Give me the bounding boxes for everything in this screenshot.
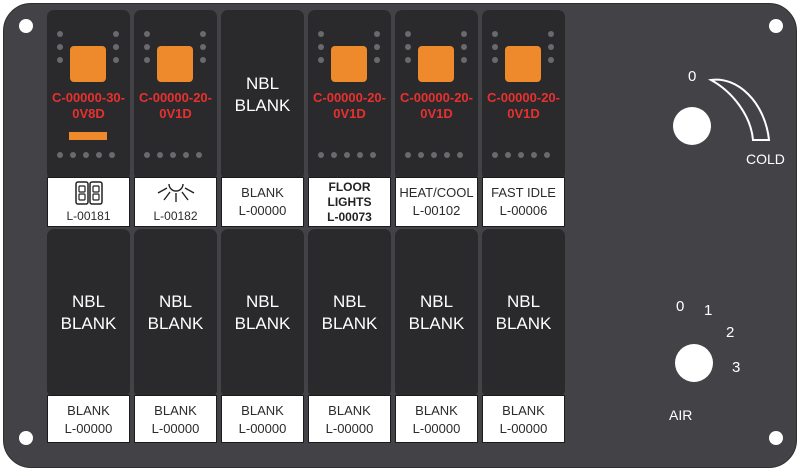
temp-range-arc xyxy=(707,78,771,141)
indicator-light xyxy=(157,46,193,82)
indicator-light xyxy=(331,46,367,82)
label-plate-11: BLANK L-00000 xyxy=(395,395,478,443)
label-plate-2: L-00182 xyxy=(134,177,217,227)
label-text: BLANK xyxy=(328,403,371,418)
label-text: BLANK xyxy=(241,403,284,418)
label-plate-5: HEAT/COOL L-00102 xyxy=(395,177,478,227)
rocker-switch-2[interactable]: C-00000-20-0V1D xyxy=(134,10,217,180)
temp-dial-label: COLD xyxy=(746,151,785,167)
rocker-switch-6[interactable]: C-00000-20-0V1D xyxy=(482,10,565,180)
label-code: L-00000 xyxy=(238,203,287,218)
indicator-bar xyxy=(69,132,107,140)
mounting-hole-bottom-left xyxy=(19,431,33,445)
label-code: L-00000 xyxy=(64,421,113,436)
temp-dial-zero-label: 0 xyxy=(688,68,697,85)
rocker-switch-5[interactable]: C-00000-20-0V1D xyxy=(395,10,478,180)
part-number: C-00000-20-0V1D xyxy=(400,90,473,121)
air-position-2: 2 xyxy=(726,324,735,341)
indicator-light xyxy=(505,46,541,82)
air-position-3: 3 xyxy=(732,359,741,376)
label-plate-1: L-00181 xyxy=(47,177,130,227)
rocker-switch-4[interactable]: C-00000-20-0V1D xyxy=(308,10,391,180)
light-icon xyxy=(157,183,195,202)
label-plate-7: BLANK L-00000 xyxy=(47,395,130,443)
air-dial-knob[interactable] xyxy=(675,344,713,382)
label-code: L-00102 xyxy=(412,203,461,218)
indicator-dots-top xyxy=(47,31,130,41)
label-code: L-00181 xyxy=(66,209,111,223)
label-code: L-00000 xyxy=(151,421,200,436)
part-number: C-00000-20-0V1D xyxy=(313,90,386,121)
switch-legend: NBL BLANK xyxy=(234,74,291,115)
mounting-hole-top-right xyxy=(769,19,783,33)
label-code: L-00000 xyxy=(412,421,461,436)
label-text: BLANK xyxy=(154,403,197,418)
label-plate-9: BLANK L-00000 xyxy=(221,395,304,443)
indicator-light xyxy=(418,46,454,82)
rocker-switch-1[interactable]: C-00000-30-0V8D xyxy=(47,10,130,180)
label-code: L-00000 xyxy=(325,421,374,436)
part-number: C-00000-20-0V1D xyxy=(139,90,212,121)
part-number: C-00000-30-0V8D xyxy=(52,90,125,121)
label-text: BLANK xyxy=(241,185,284,200)
temp-dial-knob[interactable] xyxy=(673,107,711,145)
part-number: C-00000-20-0V1D xyxy=(487,90,560,121)
air-position-1: 1 xyxy=(704,302,713,319)
label-plate-6: FAST IDLE L-00006 xyxy=(482,177,565,227)
label-text: BLANK xyxy=(415,403,458,418)
rocker-switch-3[interactable]: NBL BLANK xyxy=(221,10,304,180)
mounting-hole-bottom-right xyxy=(769,431,783,445)
label-text: BLANK xyxy=(502,403,545,418)
double-door-icon xyxy=(75,181,103,205)
label-code: L-00000 xyxy=(238,421,287,436)
mounting-hole-top-left xyxy=(19,19,33,33)
label-code: L-00000 xyxy=(499,421,548,436)
label-plate-12: BLANK L-00000 xyxy=(482,395,565,443)
label-text: FLOOR LIGHTS L-00073 xyxy=(327,180,372,224)
switch-panel: C-00000-30-0V8D C-00000-20-0V1D NBL BLAN… xyxy=(3,3,797,468)
label-plate-3: BLANK L-00000 xyxy=(221,177,304,227)
label-text: HEAT/COOL xyxy=(399,185,474,200)
air-position-0: 0 xyxy=(676,298,685,315)
indicator-light xyxy=(70,46,106,82)
label-plate-10: BLANK L-00000 xyxy=(308,395,391,443)
label-code: L-00182 xyxy=(153,209,198,223)
label-text: BLANK xyxy=(67,403,110,418)
label-plate-8: BLANK L-00000 xyxy=(134,395,217,443)
label-text: FAST IDLE xyxy=(491,185,556,200)
air-dial-label: AIR xyxy=(669,407,693,423)
label-plate-4: FLOOR LIGHTS L-00073 xyxy=(308,177,391,227)
indicator-dots-bottom xyxy=(47,152,130,162)
label-code: L-00006 xyxy=(499,203,548,218)
